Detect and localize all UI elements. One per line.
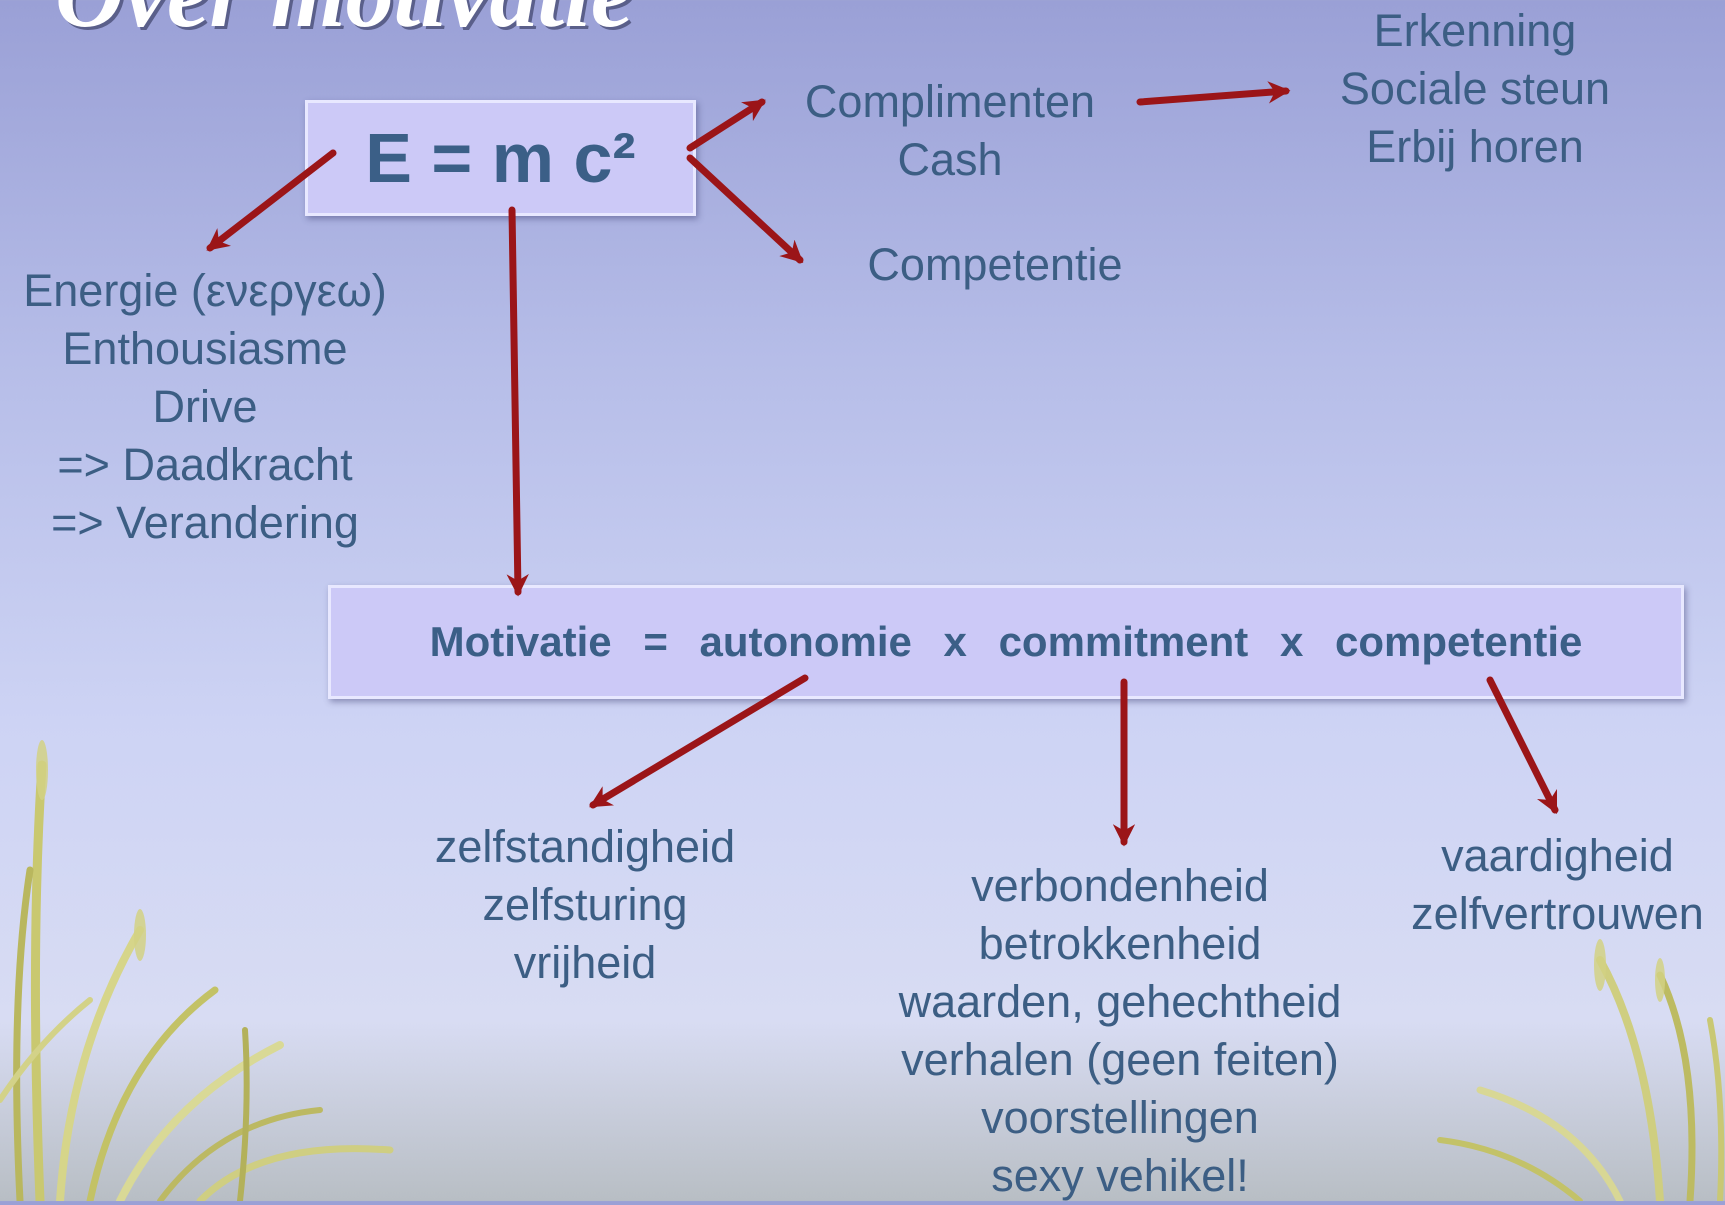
competence-line: vaardigheid [1441, 830, 1674, 881]
energy-symbol: E [365, 119, 412, 197]
arrow-to-competence [1486, 676, 1559, 815]
page-title: Over motivatie [55, 0, 633, 49]
arrow-to-social-needs [1136, 81, 1291, 106]
arrow-to-autonomy [589, 674, 809, 809]
commitment-line: waarden, gehechtheid [898, 976, 1342, 1027]
times-operator: x [1279, 618, 1304, 665]
autonomy-line: zelfstandigheid [434, 821, 736, 872]
c-squared-symbol: c² [573, 119, 636, 197]
commitment-term: commitment [998, 618, 1249, 665]
extrinsic-line: Cash [897, 134, 1003, 185]
autonomy-list: zelfstandigheid zelfsturing vrijheid [405, 818, 765, 992]
einstein-formula: E = m c² [365, 118, 635, 198]
commitment-line: verhalen (geen feiten) [901, 1034, 1339, 1085]
arrow-to-competence-note [686, 154, 804, 264]
social-line: Erkenning [1373, 5, 1577, 56]
social-line: Sociale steun [1339, 63, 1611, 114]
einstein-formula-box: E = m c² [305, 100, 696, 216]
competence-note: Competentie [867, 239, 1123, 290]
motivation-formula: Motivatie = autonomie x commitment x com… [424, 618, 1589, 666]
energy-line: Energie (ενεργεω) [23, 265, 387, 316]
commitment-list: verbondenheid betrokkenheid waarden, geh… [860, 857, 1380, 1205]
extrinsic-rewards: Complimenten Cash [795, 73, 1105, 189]
competence-term: competentie [1334, 618, 1583, 665]
motivation-formula-box: Motivatie = autonomie x commitment x com… [328, 585, 1684, 699]
social-needs: Erkenning Sociale steun Erbij horen [1320, 2, 1630, 176]
competence-line: zelfvertrouwen [1411, 888, 1704, 939]
equals-sign: = [643, 618, 668, 665]
arrow-to-extrinsic [686, 98, 766, 152]
energy-line: Drive [152, 381, 258, 432]
extrinsic-line: Complimenten [804, 76, 1096, 127]
commitment-line: voorstellingen [981, 1092, 1259, 1143]
energy-line: Enthousiasme [62, 323, 348, 374]
mass-symbol: m [491, 119, 555, 197]
times-operator: x [943, 618, 967, 665]
autonomy-line: zelfsturing [482, 879, 688, 930]
social-line: Erbij horen [1366, 121, 1584, 172]
competence-list: vaardigheid zelfvertrouwen [1395, 827, 1720, 943]
arrow-to-motivation [506, 206, 529, 597]
energy-line: => Verandering [51, 497, 359, 548]
equals-sign: = [431, 119, 473, 197]
commitment-line: sexy vehikel! [991, 1150, 1249, 1201]
arrow-to-energy [206, 149, 337, 252]
motivation-label: Motivatie [429, 618, 612, 665]
autonomy-line: vrijheid [513, 937, 657, 988]
energy-line: => Daadkracht [57, 439, 353, 490]
commitment-line: verbondenheid [971, 860, 1269, 911]
autonomy-term: autonomie [699, 618, 912, 665]
energy-list: Energie (ενεργεω) Enthousiasme Drive => … [5, 262, 405, 552]
commitment-line: betrokkenheid [978, 918, 1262, 969]
